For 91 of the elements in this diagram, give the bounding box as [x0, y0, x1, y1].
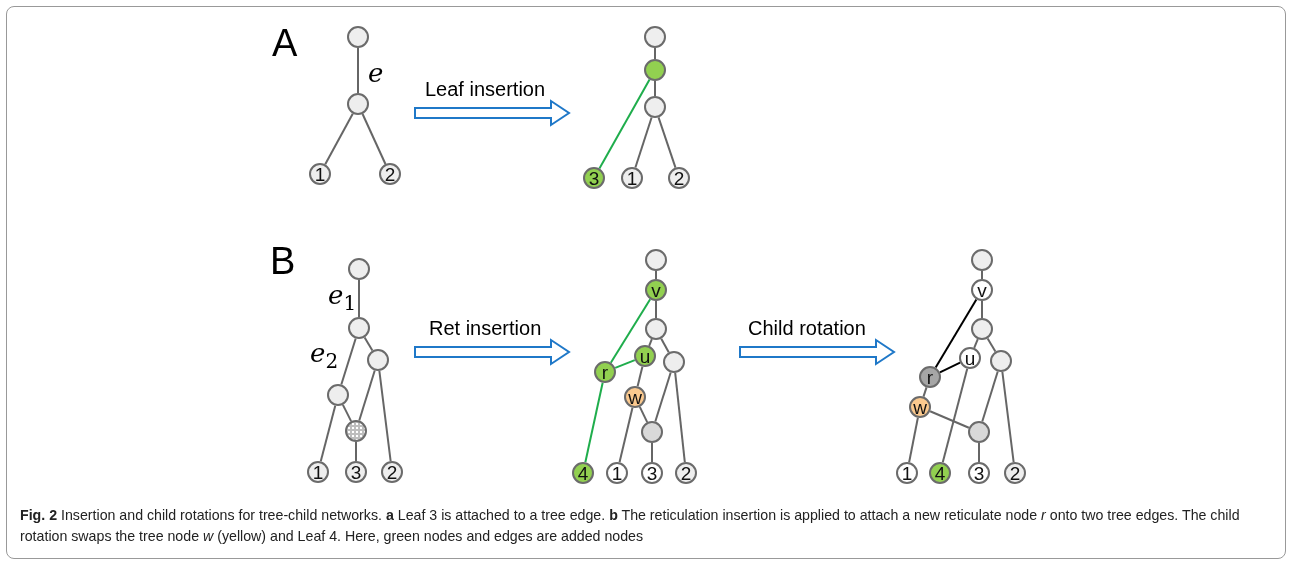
network-edge — [584, 381, 604, 464]
node-circle — [968, 421, 990, 443]
labeled-node-circle: r — [919, 366, 941, 388]
labeled-node-circle: u — [959, 347, 981, 369]
labeled-node-circle: 1 — [621, 167, 643, 189]
labeled-node-circle: 3 — [968, 462, 990, 484]
network-edge — [981, 300, 983, 319]
network-edge — [674, 371, 686, 464]
network-edge — [922, 386, 928, 398]
labeled-node-circle: 2 — [379, 163, 401, 185]
node-circle — [971, 249, 993, 271]
labeled-node-circle: 3 — [345, 461, 367, 483]
labeled-node-circle: v — [645, 279, 667, 301]
node-circle — [345, 420, 367, 442]
network-edge — [363, 336, 374, 352]
network-edge — [929, 410, 970, 429]
labeled-node-circle: 3 — [641, 462, 663, 484]
network-edge — [378, 369, 392, 463]
panel-letter: A — [272, 22, 298, 65]
labeled-node-circle: 1 — [307, 461, 329, 483]
network-edge — [651, 442, 653, 463]
network-edge — [908, 416, 919, 464]
node-circle — [990, 350, 1012, 372]
node-circle — [347, 93, 369, 115]
network-edge — [986, 337, 997, 353]
network-edge — [319, 404, 337, 463]
panel-letter: B — [270, 240, 296, 283]
network-edge — [655, 270, 657, 280]
labeled-node-circle: 1 — [309, 163, 331, 185]
operation-label: Leaf insertion — [425, 78, 546, 101]
node-circle — [641, 421, 663, 443]
network-edge — [357, 47, 359, 94]
network-edge — [981, 270, 983, 280]
node-circle — [971, 318, 993, 340]
network-edge — [934, 298, 978, 369]
node-circle — [644, 59, 666, 81]
network-edge — [1001, 370, 1015, 464]
network-edge — [358, 369, 376, 422]
node-circle — [348, 258, 370, 280]
node-circle — [644, 26, 666, 48]
network-edge — [609, 298, 652, 364]
labeled-node-circle: 2 — [668, 167, 690, 189]
network-edge — [341, 403, 353, 423]
labeled-node-circle: 4 — [572, 462, 594, 484]
network-edge — [660, 337, 670, 354]
network-edge — [598, 78, 651, 170]
network-edge — [358, 279, 360, 318]
node-circle — [645, 318, 667, 340]
node-circle — [347, 26, 369, 48]
network-edge — [654, 80, 656, 97]
operation-label: Ret insertion — [429, 317, 542, 340]
edge-label: e$_{1}$ — [328, 282, 357, 313]
edge-label: e — [368, 60, 384, 86]
network-edge — [340, 337, 357, 386]
labeled-node-circle: w — [624, 386, 646, 408]
labeled-node-circle: 1 — [606, 462, 628, 484]
operation-label: Child rotation — [748, 317, 866, 340]
network-edge — [636, 365, 644, 388]
network-edge — [981, 370, 999, 423]
network-edge — [618, 406, 634, 464]
network-edge — [941, 367, 969, 464]
network-edge — [655, 300, 657, 319]
network-edge — [978, 442, 980, 463]
network-edge — [654, 47, 656, 60]
network-edge — [361, 113, 387, 165]
node-circle — [663, 351, 685, 373]
labeled-node-circle: w — [909, 396, 931, 418]
edge-label: e$_{2}$ — [310, 340, 339, 371]
labeled-node-circle: v — [971, 279, 993, 301]
node-circle — [367, 349, 389, 371]
network-edge — [938, 361, 962, 374]
node-circle — [644, 96, 666, 118]
labeled-node-circle: u — [634, 345, 656, 367]
node-circle — [645, 249, 667, 271]
network-edge — [324, 112, 354, 166]
figure-caption: Fig. 2 Insertion and child rotations for tree-child networks. a Leaf 3 is attached to a tree edge. b The reticulation insertion is applied to attach a new reticulate node r onto two tree edges. The child rotation swaps the tree node w (yellow) and Leaf 4. Here, green nodes and edges are added nodes — [20, 506, 1241, 546]
node-circle — [348, 317, 370, 339]
node-circle — [327, 384, 349, 406]
labeled-node-circle: 1 — [896, 462, 918, 484]
labeled-node-circle: 2 — [381, 461, 403, 483]
labeled-node-circle: 3 — [583, 167, 605, 189]
labeled-node-circle: 4 — [929, 462, 951, 484]
network-edge — [634, 116, 653, 169]
labeled-node-circle: 2 — [675, 462, 697, 484]
labeled-node-circle: r — [594, 361, 616, 383]
network-edge — [355, 441, 357, 462]
network-edge — [654, 371, 672, 423]
labeled-node-circle: 2 — [1004, 462, 1026, 484]
network-edge — [614, 359, 636, 369]
network-edge — [657, 116, 677, 169]
network-edge — [638, 405, 649, 424]
